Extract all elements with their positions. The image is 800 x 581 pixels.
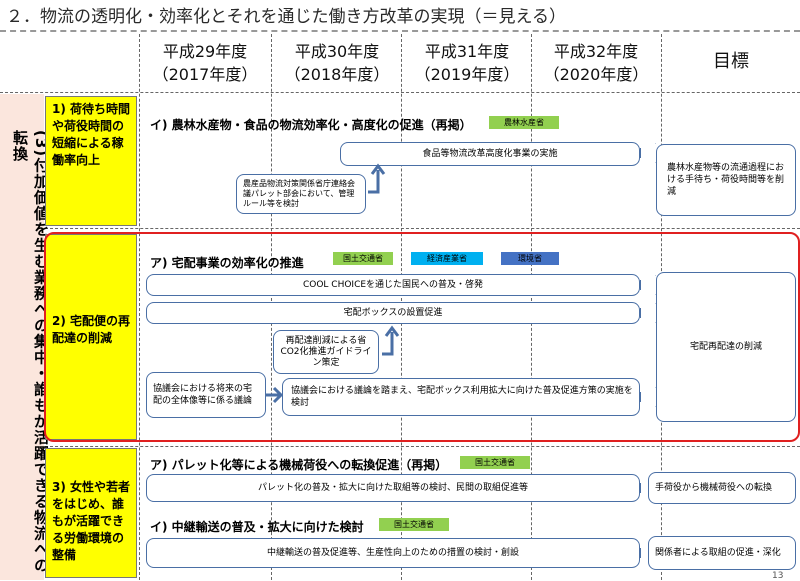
section-heading: ア) 宅配事業の効率化の推進 bbox=[150, 256, 304, 270]
year-header-2018: 平成30年度 （2018年度） bbox=[272, 40, 402, 86]
goal-box: 関係者による取組の促進・深化 bbox=[648, 536, 796, 570]
title-underline bbox=[0, 30, 800, 32]
sub-box: 農産品物流対策関係省庁連絡会議パレット部会において、管理ルール等を検討 bbox=[236, 174, 366, 214]
year-header-line1: 平成32年度 bbox=[553, 42, 639, 61]
sub-box: 再配達削減による省CO2化推進ガイドライン策定 bbox=[273, 330, 379, 374]
section-heading: ア) パレット化等による機械荷役への転換促進（再掲） bbox=[150, 458, 448, 472]
goal-box: 宅配再配達の削減 bbox=[656, 272, 796, 422]
ministry-tag: 国土交通省 bbox=[460, 456, 530, 469]
ministry-tag: 経済産業省 bbox=[411, 252, 483, 265]
plan-bar: 協議会における議論を踏まえ、宅配ボックス利用拡大に向けた普及促進方策の実施を検討 bbox=[282, 378, 640, 416]
year-header-line2: （2018年度） bbox=[284, 65, 390, 84]
page-title: ２．物流の透明化・効率化とそれを通じた働き方改革の実現（＝見える） bbox=[6, 7, 566, 27]
year-header-line1: 平成30年度 bbox=[294, 42, 380, 61]
row-label-1: 1) 荷待ち時間や荷役時間の短縮による稼働率向上 bbox=[45, 96, 137, 226]
year-header-2019: 平成31年度 （2019年度） bbox=[402, 40, 532, 86]
up-arrow bbox=[368, 163, 386, 194]
plan-bar: 食品等物流改革高度化事業の実施 bbox=[340, 142, 640, 166]
ministry-tag: 国土交通省 bbox=[333, 252, 393, 265]
year-header-2017: 平成29年度 （2017年度） bbox=[140, 40, 270, 86]
grid-line bbox=[45, 228, 800, 229]
highlight-frame bbox=[44, 232, 800, 442]
grid-line bbox=[45, 446, 800, 447]
year-header-2020: 平成32年度 （2020年度） bbox=[532, 40, 660, 86]
plan-bar: 宅配ボックスの設置促進 bbox=[146, 302, 640, 324]
page-number: 13 bbox=[772, 571, 784, 581]
year-header-line1: 平成29年度 bbox=[162, 42, 248, 61]
right-arrow bbox=[266, 386, 284, 404]
grid-line bbox=[0, 92, 800, 93]
ministry-tag: 農林水産省 bbox=[489, 116, 559, 129]
ministry-tag: 環境省 bbox=[501, 252, 559, 265]
year-header-line2: （2019年度） bbox=[414, 65, 520, 84]
plan-bar: パレット化の普及・拡大に向けた取組等の検討、民間の取組促進等 bbox=[146, 474, 640, 502]
ministry-tag: 国土交通省 bbox=[379, 518, 449, 531]
plan-bar: 中継輸送の普及促進等、生産性向上のための措置の検討・創設 bbox=[146, 538, 640, 568]
up-arrow bbox=[382, 325, 400, 356]
grid-line bbox=[139, 34, 140, 580]
row-label-3: 3) 女性や若者をはじめ、誰もが活躍できる労働環境の整備 bbox=[45, 448, 137, 578]
section-heading: イ) 中継輸送の普及・拡大に向けた検討 bbox=[150, 520, 364, 534]
goal-box: 農林水産物等の流通過程における手待ち・荷役時間等を削減 bbox=[656, 144, 796, 216]
year-header-line2: （2017年度） bbox=[152, 65, 258, 84]
side-band bbox=[0, 94, 44, 580]
goal-box: 手荷役から機械荷役への転換 bbox=[648, 472, 796, 504]
row-label-2: 2) 宅配便の再配達の削減 bbox=[45, 234, 137, 440]
plan-bar: COOL CHOICEを通じた国民への普及・啓発 bbox=[146, 274, 640, 296]
sub-box: 協議会における将来の宅配の全体像等に係る議論 bbox=[146, 372, 266, 418]
section-heading: イ) 農林水産物・食品の物流効率化・高度化の促進（再掲） bbox=[150, 118, 472, 132]
goal-header: 目標 bbox=[713, 51, 749, 72]
year-header-line1: 平成31年度 bbox=[424, 42, 510, 61]
year-header-line2: （2020年度） bbox=[543, 65, 649, 84]
